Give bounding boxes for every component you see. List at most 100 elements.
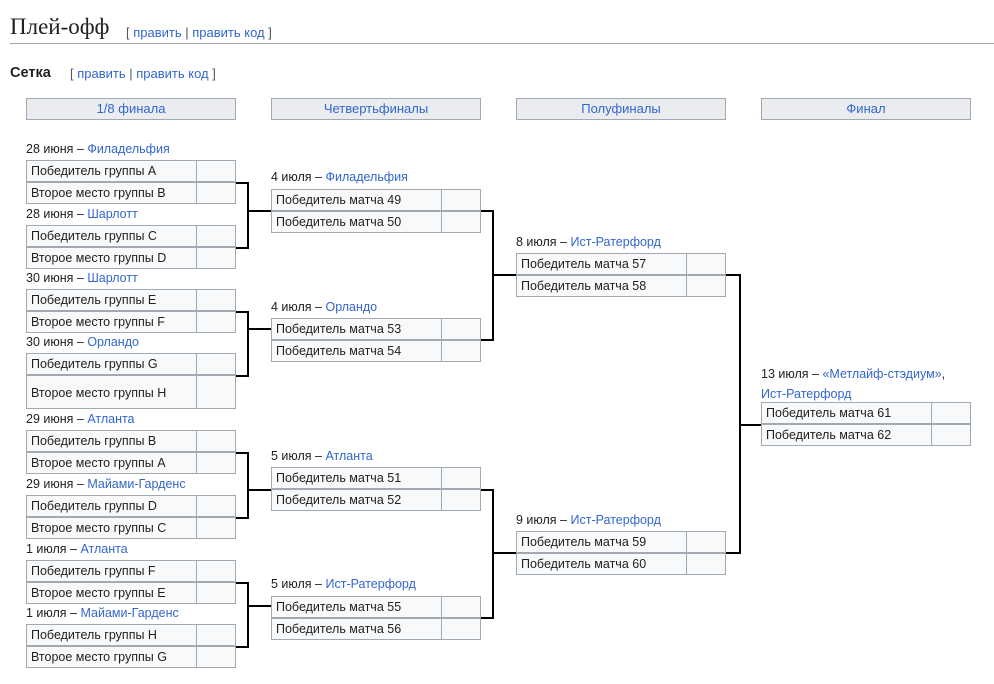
venue-link[interactable]: Филадельфия	[325, 170, 408, 184]
match-date: 28 июня	[26, 142, 74, 156]
venue-link[interactable]: Шарлотт	[87, 207, 138, 221]
bracket-connector	[726, 274, 740, 276]
match-label: 30 июня – Шарлотт	[26, 271, 138, 285]
venue-link[interactable]: Орландо	[87, 335, 139, 349]
bracket-connector	[247, 210, 271, 212]
venue-link[interactable]: Атланта	[325, 449, 373, 463]
venue-link[interactable]: Шарлотт	[87, 271, 138, 285]
team-name: Победитель группы B	[31, 434, 157, 448]
match-label: 29 июня – Атланта	[26, 412, 135, 426]
team-score	[441, 489, 481, 511]
bracket-connector	[236, 582, 248, 584]
venue-link[interactable]: «Метлайф-стэдиум»	[822, 367, 942, 381]
match-label: 5 июля – Атланта	[271, 449, 373, 463]
match-label: 4 июля – Филадельфия	[271, 170, 408, 184]
team-row: Победитель матча 58	[516, 275, 726, 297]
bracket-connector	[247, 582, 249, 648]
team-row: Победитель матча 52	[271, 489, 481, 511]
team-name: Победитель группы E	[31, 293, 157, 307]
bracket-connector	[481, 339, 493, 341]
section-edit-links: [ править | править код ]	[126, 25, 272, 40]
venue-link[interactable]: Майами-Гарденс	[80, 606, 179, 620]
match-label: 28 июня – Филадельфия	[26, 142, 170, 156]
team-row: Второе место группы A	[26, 452, 236, 474]
team-name: Победитель группы D	[31, 499, 157, 513]
venue-link[interactable]: Атланта	[87, 412, 135, 426]
label-dash: –	[73, 477, 88, 491]
venue-link[interactable]: Ист-Ратерфорд	[325, 577, 416, 591]
team-row: Победитель матча 50	[271, 211, 481, 233]
team-score	[196, 289, 236, 311]
bracket-connector	[481, 489, 493, 491]
team-name: Победитель группы G	[31, 357, 158, 371]
bracket-connector	[247, 328, 271, 330]
team-name: Победитель матча 57	[521, 257, 647, 271]
round-header-r16[interactable]: 1/8 финала	[26, 98, 236, 120]
bracket-connector	[236, 375, 248, 377]
venue-link[interactable]: Ист-Ратерфорд	[570, 235, 661, 249]
team-row: Победитель группы B	[26, 430, 236, 452]
label-dash: –	[311, 577, 326, 591]
bracket-connector	[236, 517, 248, 519]
match-date: 1 июля	[26, 606, 67, 620]
team-name: Второе место группы B	[31, 186, 166, 200]
round-header-sf[interactable]: Полуфиналы	[516, 98, 726, 120]
team-name: Второе место группы G	[31, 650, 167, 664]
team-name: Победитель матча 49	[276, 193, 402, 207]
team-name: Победитель матча 52	[276, 493, 402, 507]
team-row: Победитель матча 61	[761, 402, 971, 424]
round-header-qf[interactable]: Четвертьфиналы	[271, 98, 481, 120]
match-date: 13 июля	[761, 367, 809, 381]
team-name: Победитель матча 59	[521, 535, 647, 549]
venue-link[interactable]: Атланта	[80, 542, 128, 556]
section-edit-code-link[interactable]: править код	[192, 25, 265, 40]
label-dash: –	[556, 235, 571, 249]
venue-link[interactable]: Майами-Гарденс	[87, 477, 186, 491]
label-dash: –	[808, 367, 823, 381]
team-name: Победитель матча 50	[276, 215, 402, 229]
team-name: Победитель матча 61	[766, 406, 892, 420]
match-date: 29 июня	[26, 477, 74, 491]
team-name: Победитель матча 58	[521, 279, 647, 293]
bracket-connector	[247, 605, 271, 607]
team-name: Победитель матча 54	[276, 344, 402, 358]
team-name: Второе место группы D	[31, 251, 167, 265]
label-dash: –	[311, 449, 326, 463]
team-score	[931, 424, 971, 446]
team-score	[196, 646, 236, 668]
match-date: 1 июля	[26, 542, 67, 556]
subsection-edit-links: [ править | править код ]	[70, 66, 216, 81]
team-score	[196, 311, 236, 333]
bracket-connector	[247, 489, 271, 491]
team-score	[686, 531, 726, 553]
team-row: Победитель группы H	[26, 624, 236, 646]
team-score	[196, 624, 236, 646]
team-score	[196, 495, 236, 517]
match-date: 5 июля	[271, 577, 312, 591]
subsection-title: Сетка	[10, 65, 51, 81]
team-name: Победитель матча 53	[276, 322, 402, 336]
venue-link[interactable]: Ист-Ратерфорд	[570, 513, 661, 527]
match-label: 9 июля – Ист-Ратерфорд	[516, 513, 661, 527]
round-header-final[interactable]: Финал	[761, 98, 971, 120]
team-row: Победитель группы E	[26, 289, 236, 311]
team-score	[196, 430, 236, 452]
label-dash: –	[66, 542, 81, 556]
team-score	[441, 467, 481, 489]
label-dash: –	[556, 513, 571, 527]
match-date: 30 июня	[26, 271, 74, 285]
section-edit-link[interactable]: править	[133, 25, 182, 40]
venue-link[interactable]: Филадельфия	[87, 142, 170, 156]
section-divider	[10, 43, 994, 44]
bracket-connector	[247, 311, 249, 377]
team-row: Победитель матча 57	[516, 253, 726, 275]
bracket-connector	[726, 552, 740, 554]
label-dash: –	[73, 412, 88, 426]
team-row: Победитель матча 55	[271, 596, 481, 618]
final-label: 13 июля – «Метлайф-стэдиум»,Ист-Ратерфор…	[761, 364, 945, 404]
bracket-connector	[739, 274, 741, 554]
city-link[interactable]: Ист-Ратерфорд	[761, 387, 852, 401]
subsection-edit-code-link[interactable]: править код	[136, 66, 209, 81]
venue-link[interactable]: Орландо	[325, 300, 378, 314]
subsection-edit-link[interactable]: править	[77, 66, 126, 81]
